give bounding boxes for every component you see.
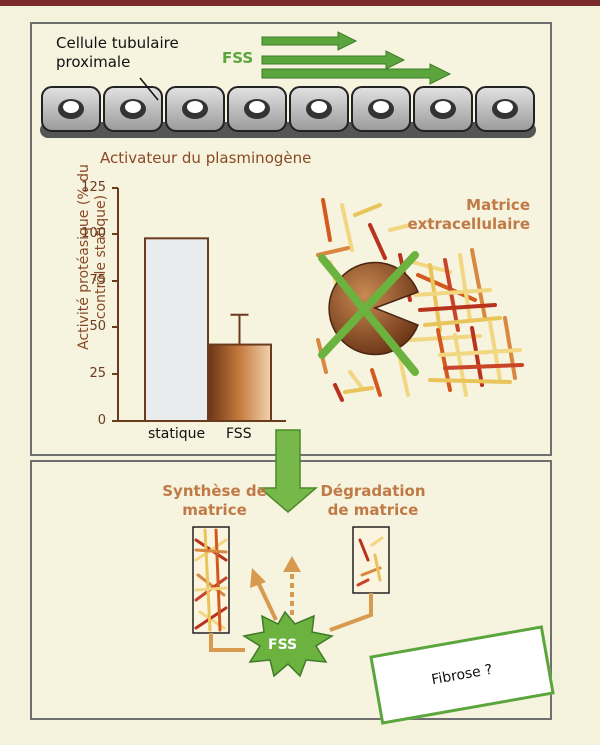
flow-arrows <box>261 31 452 85</box>
y-tick-0: 0 <box>97 413 106 428</box>
cell-pointer <box>139 77 159 101</box>
category-fss: FSS <box>226 426 252 442</box>
y-tick-100: 100 <box>81 226 106 241</box>
tubular-cells <box>41 86 535 132</box>
y-tick-125: 125 <box>81 180 106 195</box>
bar-statique <box>144 237 209 422</box>
degradation-matrix-box <box>352 526 390 594</box>
chart-bars <box>144 237 272 422</box>
error-bar-fss <box>230 313 249 345</box>
top-border <box>0 0 600 6</box>
y-tick-50: 50 <box>89 319 106 334</box>
activator-label: Activateur du plasminogène <box>100 149 312 167</box>
degradation-arrow <box>283 556 301 615</box>
synthesis-arrow <box>250 568 278 621</box>
synthesis-label: Synthèse de matrice <box>162 482 267 519</box>
fss-starburst <box>242 610 334 678</box>
inhibition-cross <box>318 251 419 376</box>
fss-burst-label: FSS <box>268 637 298 653</box>
y-tick-25: 25 <box>89 366 106 381</box>
feedback-connectors <box>209 593 373 652</box>
fibrosis-label: Fibrose ? <box>430 661 494 689</box>
protease-sphere <box>328 261 419 356</box>
fss-label: FSS <box>222 49 254 67</box>
bar-fss <box>207 343 272 422</box>
flow-down-arrow <box>257 429 319 513</box>
chart-ylabel: Activité protéasique (% du contrôle stat… <box>76 164 109 350</box>
matrix-label: Matrice extracellulaire <box>407 196 530 233</box>
matrix-fibres <box>316 198 524 402</box>
basement-membrane <box>40 122 536 138</box>
y-tick-75: 75 <box>89 273 106 288</box>
category-static: statique <box>148 426 206 442</box>
synthesis-matrix-box <box>192 526 230 634</box>
degradation-label: Dégradation de matrice <box>320 482 426 519</box>
cell-label: Cellule tubulaire proximale <box>56 34 179 71</box>
